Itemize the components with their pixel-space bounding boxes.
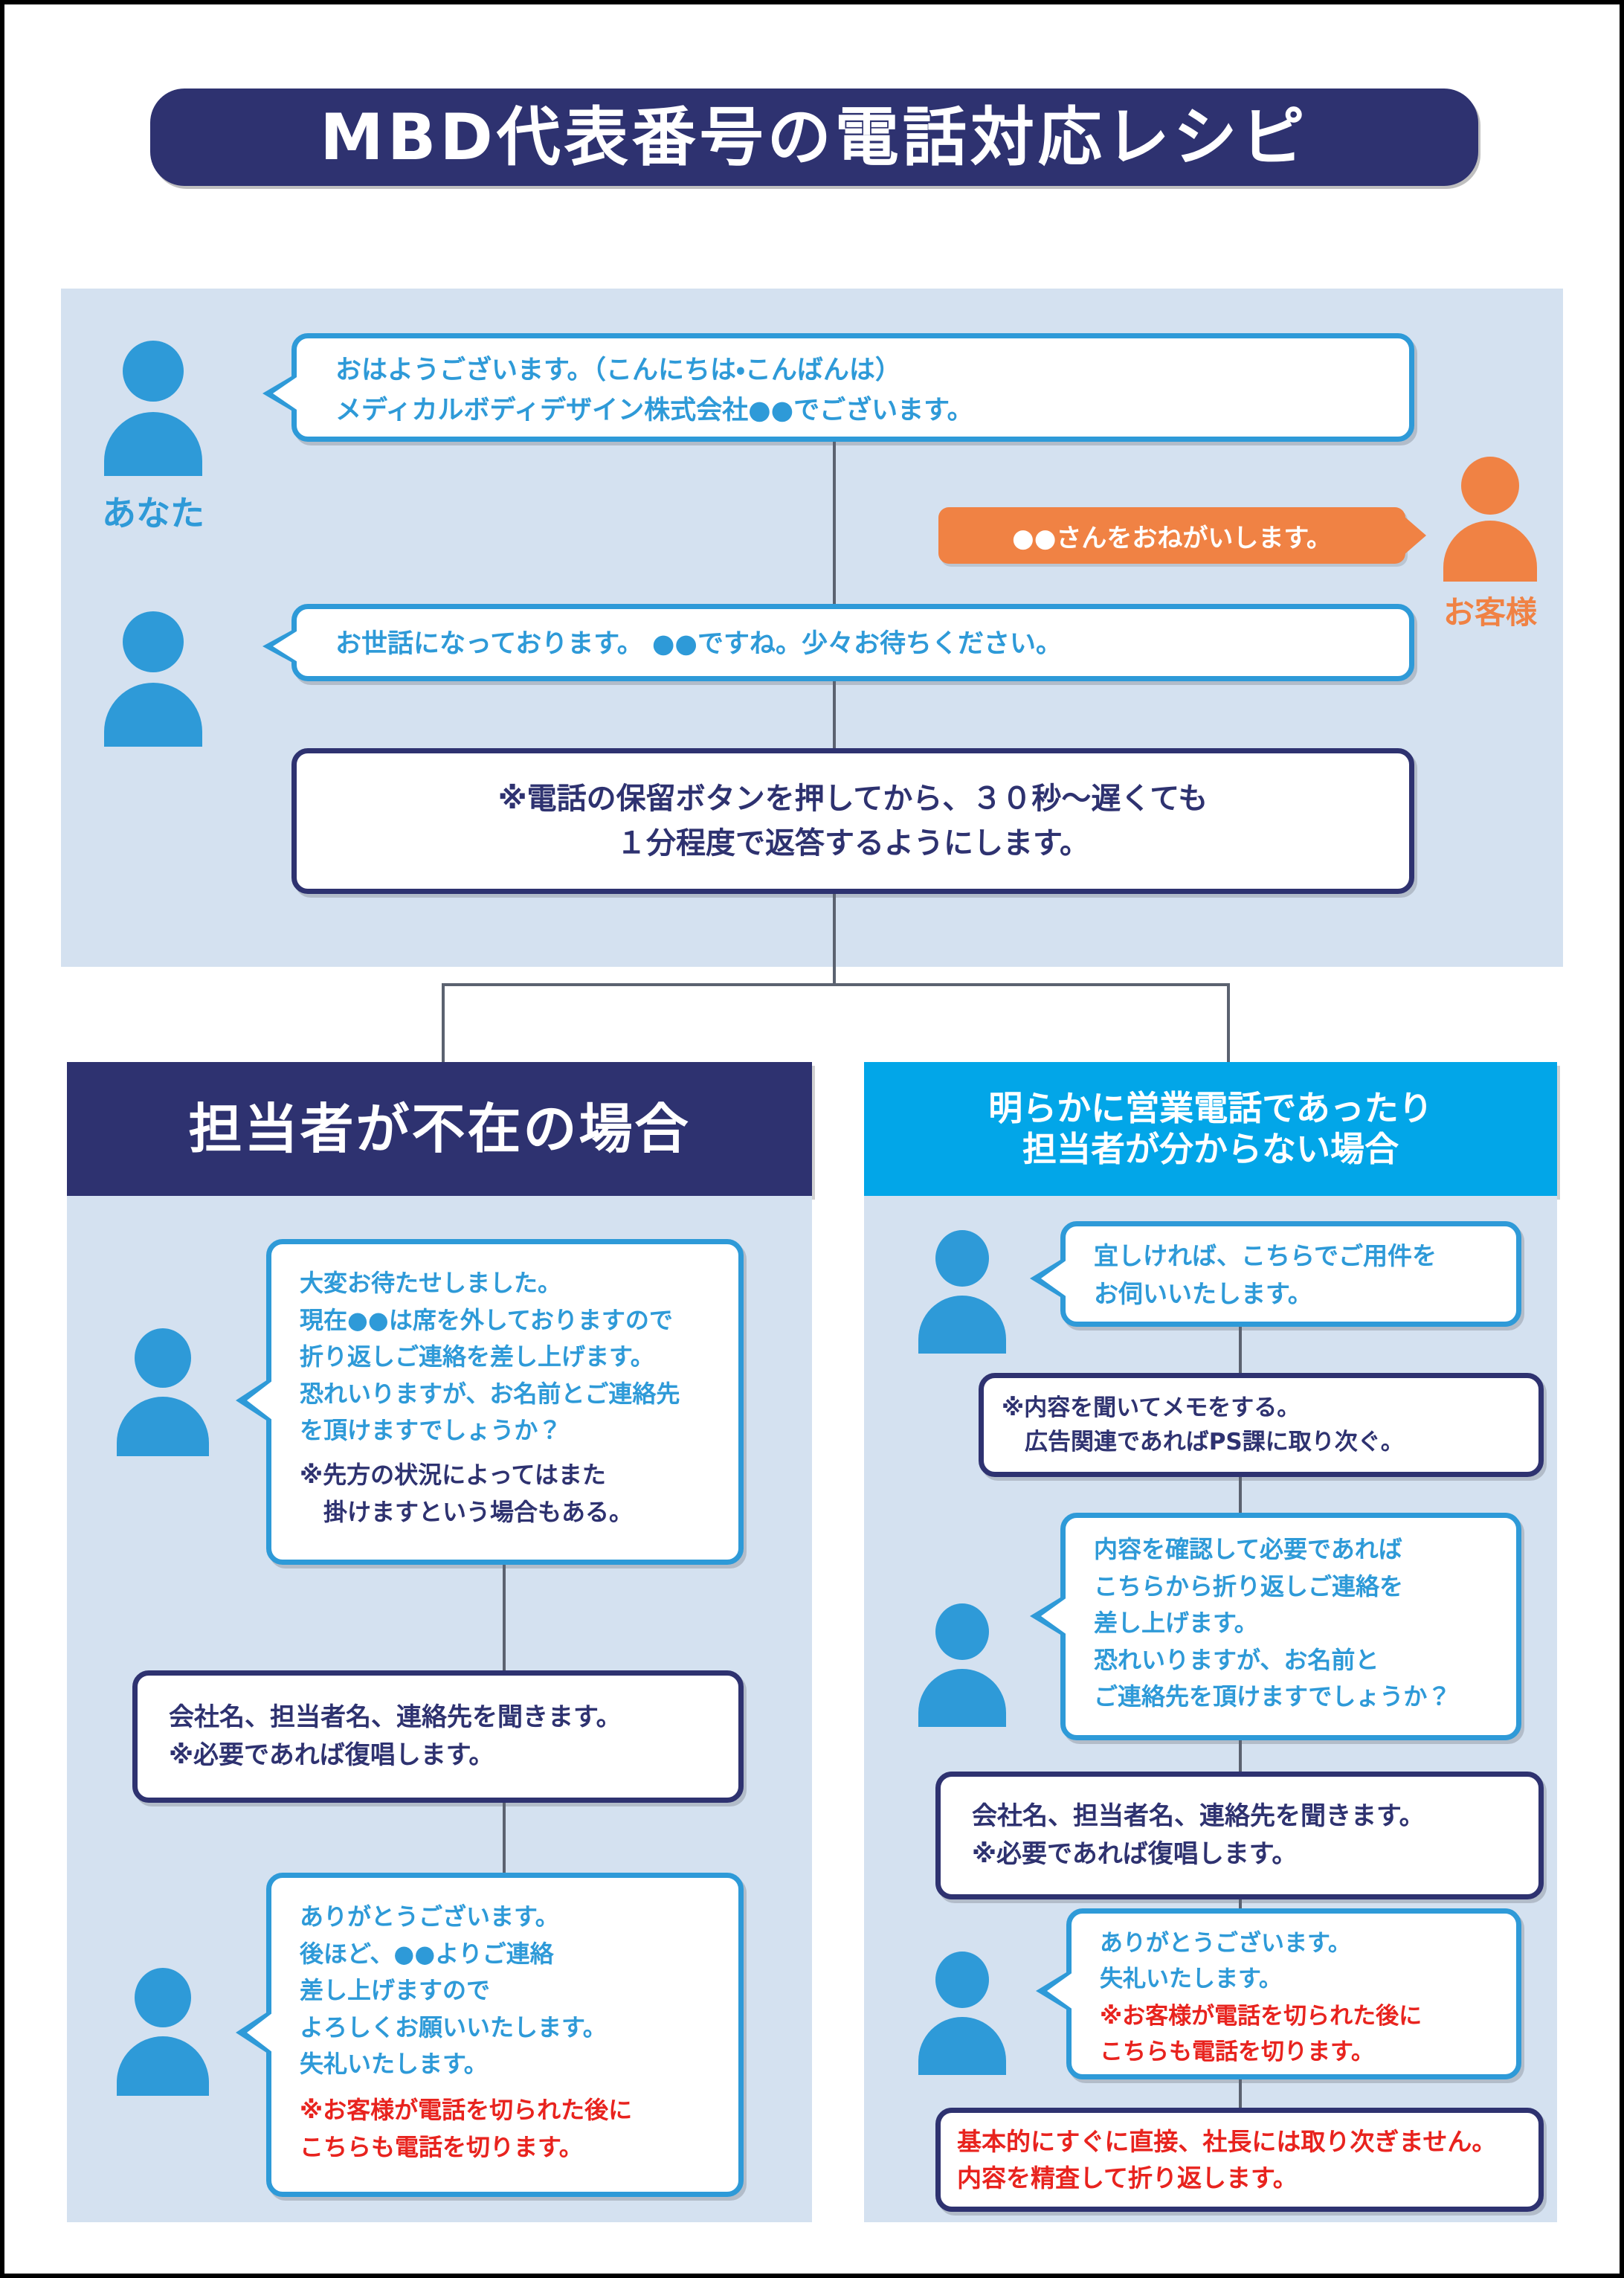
customer-request-text: ●●さんをおねがいします。 (1012, 523, 1332, 553)
person-head-icon (935, 1952, 989, 2008)
person-head-icon (135, 1328, 191, 1388)
take-message-bubble-text: 宜しければ、こちらでご用件を お伺いいたします。 (1094, 1241, 1437, 1309)
person-body-icon (1443, 521, 1537, 582)
connector-line (442, 983, 445, 1065)
you-avatar-right-1 (903, 1230, 1022, 1357)
bubble-tail-inner-icon (1047, 1970, 1076, 2012)
memo-note-text: ※内容を聞いてメモをする。 広告関連であればPS課に取り次ぐ。 (1002, 1394, 1404, 1456)
bubble-tail-inner-icon (273, 374, 301, 413)
person-body-icon (104, 683, 202, 747)
you-avatar-2 (86, 611, 220, 747)
customer-request-bubble: ●●さんをおねがいします。 (938, 507, 1426, 564)
connector-line (503, 1803, 506, 1874)
hold-timing-note: ※電話の保留ボタンを押してから、３０秒～遅くても １分程度で返答するようにします… (291, 748, 1414, 894)
closing-bubble-warning: ※お客様が電話を切られた後に こちらも電話を切ります。 (300, 2096, 633, 2161)
connector-line (833, 442, 836, 604)
you-avatar-1: あなた (86, 341, 220, 533)
connector-line (503, 1565, 506, 1670)
left-column-header-text: 担当者が不在の場合 (188, 1097, 691, 1160)
person-body-icon (117, 2036, 209, 2096)
greeting-bubble-text: おはようございます。（こんにちは・こんばんは） メディカルボディデザイン株式会社… (335, 355, 973, 426)
memo-note: ※内容を聞いてメモをする。 広告関連であればPS課に取り次ぐ。 (979, 1373, 1544, 1477)
greeting-bubble: おはようございます。（こんにちは・こんばんは） メディカルボディデザイン株式会社… (262, 333, 1414, 442)
collect-info-note: 会社名、担当者名、連絡先を聞きます。 ※必要であれば復唱します。 (132, 1670, 744, 1803)
person-body-icon (117, 1397, 209, 1456)
you-avatar-right-2 (903, 1603, 1022, 1730)
collect-info-note-right: 会社名、担当者名、連絡先を聞きます。 ※必要であれば復唱します。 (935, 1772, 1544, 1899)
bubble-tail-inner-icon (1041, 1595, 1070, 1637)
hold-bubble: お世話になっております。 ●●ですね。少々お待ちください。 (262, 604, 1414, 681)
you-avatar-left-2 (100, 1968, 226, 2096)
you-avatar-right-3 (903, 1952, 1022, 2078)
person-head-icon (935, 1603, 989, 1660)
person-body-icon (918, 2017, 1006, 2075)
callback-bubble-text: 内容を確認して必要であれば こちらから折り返しご連絡を 差し上げます。 恐れいり… (1094, 1535, 1451, 1711)
connector-line (1227, 983, 1230, 1065)
left-column-header: 担当者が不在の場合 (67, 1062, 812, 1196)
absent-apology-bubble-text: 大変お待たせしました。 現在●●は席を外しておりますので 折り返しご連絡を差し上… (300, 1269, 680, 1445)
right-column-header: 明らかに営業電話であったり 担当者が分からない場合 (864, 1062, 1557, 1196)
person-head-icon (123, 611, 184, 672)
connector-line (1239, 1477, 1242, 1513)
person-body-icon (918, 1669, 1006, 1727)
you-label: あなた (102, 493, 204, 533)
absent-apology-bubble-note: ※先方の状況によってはまた 掛けますという場合もある。 (300, 1461, 634, 1526)
person-head-icon (935, 1230, 989, 1287)
connector-line (1239, 1327, 1242, 1373)
bubble-tail-inner-icon (273, 628, 301, 664)
person-head-icon (135, 1968, 191, 2027)
customer-avatar: お客様 (1423, 457, 1557, 631)
closing-bubble-right: ありがとうございます。 失礼いたします。 ※お客様が電話を切られた後に こちらも… (1036, 1908, 1521, 2079)
connector-line (1239, 2079, 1242, 2111)
president-policy-note: 基本的にすぐに直接、社長には取り次ぎません。 内容を精査して折り返します。 (935, 2108, 1544, 2212)
connector-line (833, 894, 836, 985)
connector-line (833, 681, 836, 748)
closing-bubble-text: ありがとうございます。 後ほど、●●よりご連絡 差し上げますので よろしくお願い… (300, 1902, 607, 2079)
bubble-tail-inner-icon (247, 1378, 276, 1423)
callback-bubble: 内容を確認して必要であれば こちらから折り返しご連絡を 差し上げます。 恐れいり… (1030, 1513, 1521, 1740)
you-avatar-left-1 (100, 1328, 226, 1456)
collect-info-note-text: 会社名、担当者名、連絡先を聞きます。 ※必要であれば復唱します。 (169, 1702, 622, 1770)
connector-branch-line (442, 983, 1230, 986)
closing-bubble-right-warning: ※お客様が電話を切られた後に こちらも電話を切ります。 (1100, 2003, 1422, 2066)
person-body-icon (104, 412, 202, 476)
page-title: MBD代表番号の電話対応レシピ (150, 89, 1478, 186)
customer-label: お客様 (1443, 594, 1538, 631)
poster-inner: MBD代表番号の電話対応レシピ あなた おはようございます。（こんにちは・こんば… (4, 4, 1620, 2274)
take-message-bubble: 宜しければ、こちらでご用件を お伺いいたします。 (1030, 1221, 1521, 1327)
hold-timing-note-text: ※電話の保留ボタンを押してから、３０秒～遅くても １分程度で返答するようにします… (497, 782, 1208, 860)
president-policy-note-text: 基本的にすぐに直接、社長には取り次ぎません。 内容を精査して折り返します。 (957, 2126, 1497, 2193)
connector-line (1239, 1740, 1242, 1775)
page-title-text: MBD代表番号の電話対応レシピ (320, 100, 1309, 175)
collect-info-note-right-text: 会社名、担当者名、連絡先を聞きます。 ※必要であれば復唱します。 (972, 1801, 1425, 1869)
person-head-icon (123, 341, 184, 402)
person-body-icon (918, 1296, 1006, 1354)
absent-apology-bubble: 大変お待たせしました。 現在●●は席を外しておりますので 折り返しご連絡を差し上… (236, 1239, 744, 1565)
hold-bubble-text: お世話になっております。 ●●ですね。少々お待ちください。 (335, 629, 1062, 659)
person-head-icon (1461, 457, 1519, 515)
closing-bubble-right-text: ありがとうございます。 失礼いたします。 (1100, 1930, 1351, 1993)
right-column-header-text: 明らかに営業電話であったり 担当者が分からない場合 (988, 1087, 1433, 1169)
bubble-tail-icon (1404, 516, 1426, 555)
bubble-tail-inner-icon (247, 2010, 276, 2055)
bubble-tail-inner-icon (1041, 1258, 1070, 1299)
closing-bubble: ありがとうございます。 後ほど、●●よりご連絡 差し上げますので よろしくお願い… (236, 1873, 744, 2197)
